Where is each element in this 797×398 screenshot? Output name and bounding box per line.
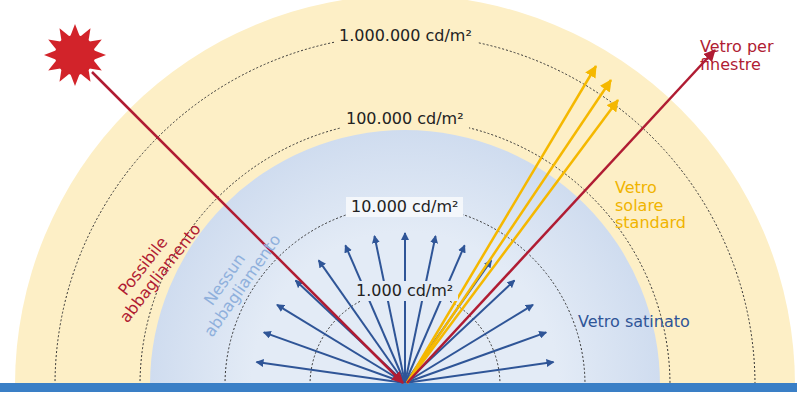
diffuse-ray: [257, 362, 406, 383]
diffuse-ray: [375, 236, 406, 383]
luminance-level: 10.000 cd/m²: [346, 197, 463, 217]
sun-ray: [88, 40, 102, 51]
sun-ray: [44, 50, 57, 60]
luminance-level: 100.000 cd/m²: [341, 109, 469, 129]
sun-ray: [80, 28, 91, 42]
diffuse-rays: [257, 233, 554, 383]
sun-ray: [93, 50, 106, 60]
diffuse-ray: [405, 245, 465, 383]
glare-zone: [15, 0, 795, 385]
diffuse-ray: [405, 362, 554, 383]
luminance-arcs: [55, 35, 755, 385]
sun-ray: [88, 60, 102, 71]
sun-ray: [70, 73, 80, 86]
diffuse-ray: [277, 305, 405, 383]
sun-ray: [48, 60, 62, 71]
glass-surface: [0, 383, 797, 392]
glass-type-label: Vetro solare standard: [615, 179, 695, 232]
no-glare-zone: [150, 130, 660, 385]
glass-type-label: Vetro per finestre: [700, 38, 790, 73]
sun-ray: [60, 28, 71, 42]
diffuse-ray: [345, 245, 405, 383]
sun-ray: [60, 68, 71, 82]
diffuse-ray: [404, 233, 406, 383]
luminance-level: 1.000 cd/m²: [351, 281, 458, 301]
sun-ray: [70, 24, 80, 37]
sun-ray: [80, 68, 91, 82]
luminance-level: 1.000.000 cd/m²: [334, 26, 477, 46]
glass-type-label: Vetro satinato: [578, 313, 718, 331]
sun-ray: [48, 40, 62, 51]
